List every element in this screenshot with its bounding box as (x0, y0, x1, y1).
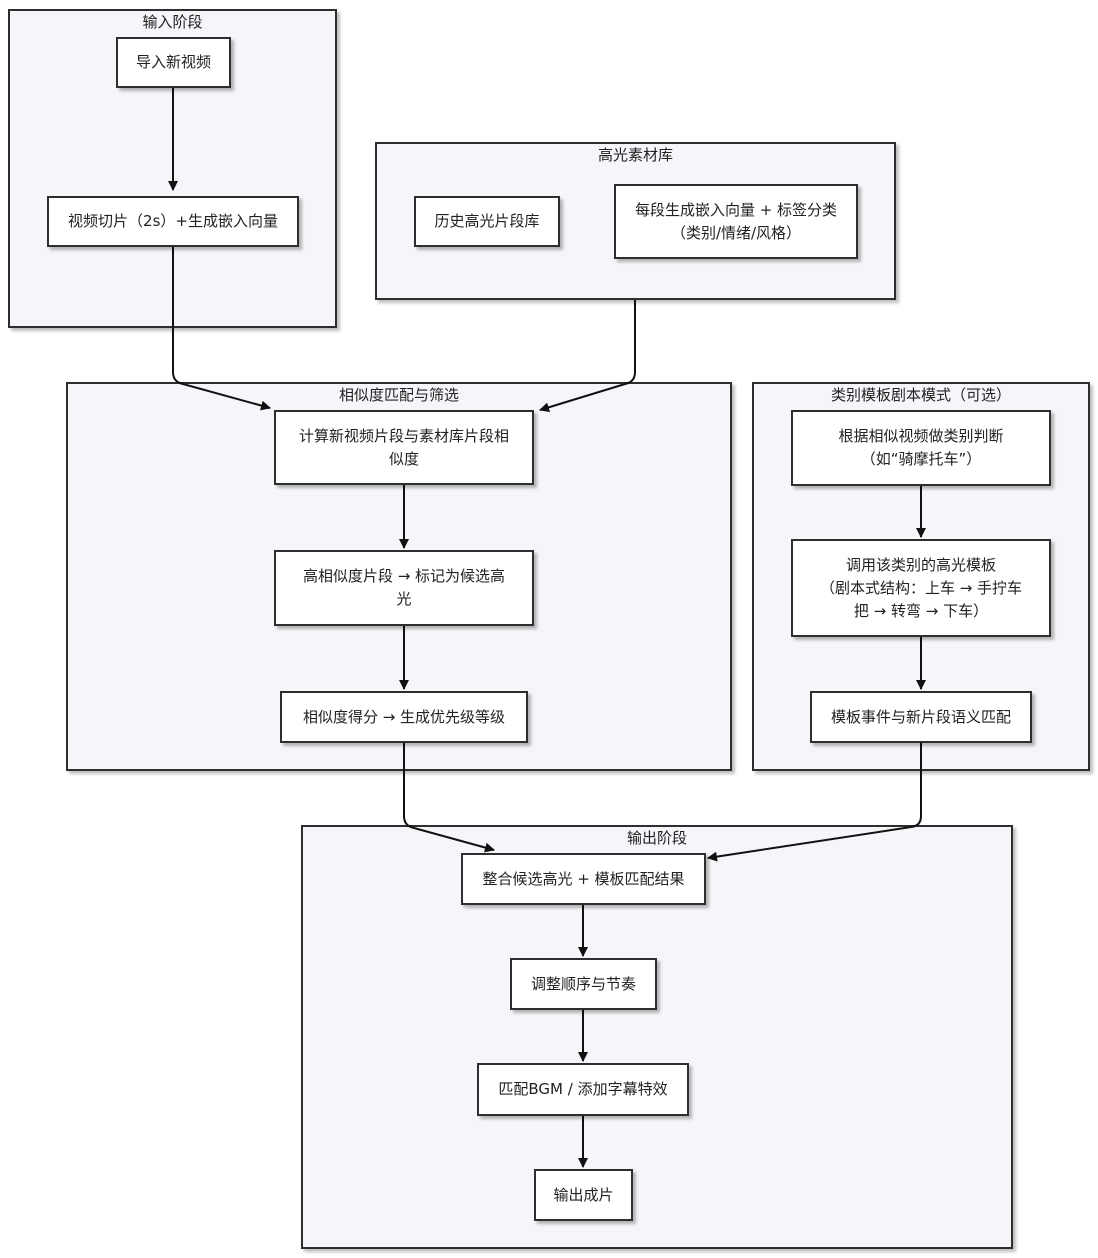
node-category-judge: 根据相似视频做类别判断 （如“骑摩托车”） (791, 410, 1051, 486)
node-merge-results-line-1: 整合候选高光 + 模板匹配结果 (482, 869, 685, 888)
group-title-category-template: 类别模板剧本模式（可选） (830, 386, 1011, 404)
node-template-match-line-1: 模板事件与新片段语义匹配 (830, 707, 1011, 726)
node-history-library-line-1: 历史高光片段库 (434, 212, 540, 230)
group-title-output-stage: 输出阶段 (626, 829, 687, 847)
node-export-video: 输出成片 (534, 1169, 633, 1221)
node-category-judge-line-1: 根据相似视频做类别判断 (838, 427, 1004, 445)
node-call-template-line-3: 把 → 转弯 → 下车） (853, 601, 989, 620)
node-template-match: 模板事件与新片段语义匹配 (810, 691, 1032, 743)
node-compute-similarity-line-2: 似度 (388, 449, 419, 468)
node-call-template-line-1: 调用该类别的高光模板 (845, 555, 996, 574)
node-mark-candidates-line-1: 高相似度片段 → 标记为候选高 (302, 567, 506, 585)
node-compute-similarity-line-1: 计算新视频片段与素材库片段相 (298, 426, 509, 445)
node-merge-results: 整合候选高光 + 模板匹配结果 (461, 853, 706, 905)
node-adjust-order: 调整顺序与节奏 (510, 958, 657, 1010)
node-segment-embed-tag: 每段生成嵌入向量 + 标签分类 （类别/情绪/风格） (614, 184, 858, 259)
node-slice-embed-line-1: 视频切片（2s）+生成嵌入向量 (68, 212, 278, 230)
node-compute-similarity: 计算新视频片段与素材库片段相 似度 (274, 410, 534, 485)
group-title-input-stage: 输入阶段 (142, 13, 203, 31)
node-import-video-line-1: 导入新视频 (135, 53, 211, 71)
node-bgm-subtitles: 匹配BGM / 添加字幕特效 (477, 1063, 689, 1116)
group-title-highlight-library: 高光素材库 (597, 146, 673, 164)
node-mark-candidates: 高相似度片段 → 标记为候选高 光 (274, 550, 534, 626)
node-score-priority: 相似度得分 → 生成优先级等级 (280, 691, 528, 743)
node-import-video: 导入新视频 (116, 37, 231, 88)
node-call-template: 调用该类别的高光模板 （剧本式结构：上车 → 手拧车 把 → 转弯 → 下车） (791, 539, 1051, 637)
node-slice-embed: 视频切片（2s）+生成嵌入向量 (47, 196, 299, 247)
node-bgm-subtitles-line-1: 匹配BGM / 添加字幕特效 (498, 1080, 668, 1098)
node-category-judge-line-2: （如“骑摩托车”） (860, 450, 982, 468)
node-segment-embed-tag-line-1: 每段生成嵌入向量 + 标签分类 (634, 200, 838, 219)
node-segment-embed-tag-line-2: （类别/情绪/风格） (670, 223, 802, 242)
node-score-priority-line-1: 相似度得分 → 生成优先级等级 (302, 707, 506, 726)
group-title-similarity-matching: 相似度匹配与筛选 (338, 386, 459, 404)
node-adjust-order-line-1: 调整顺序与节奏 (530, 974, 636, 993)
node-history-library: 历史高光片段库 (414, 196, 560, 247)
node-mark-candidates-line-2: 光 (396, 590, 412, 608)
node-export-video-line-1: 输出成片 (553, 1185, 614, 1204)
node-call-template-line-2: （剧本式结构：上车 → 手拧车 (819, 578, 1023, 597)
